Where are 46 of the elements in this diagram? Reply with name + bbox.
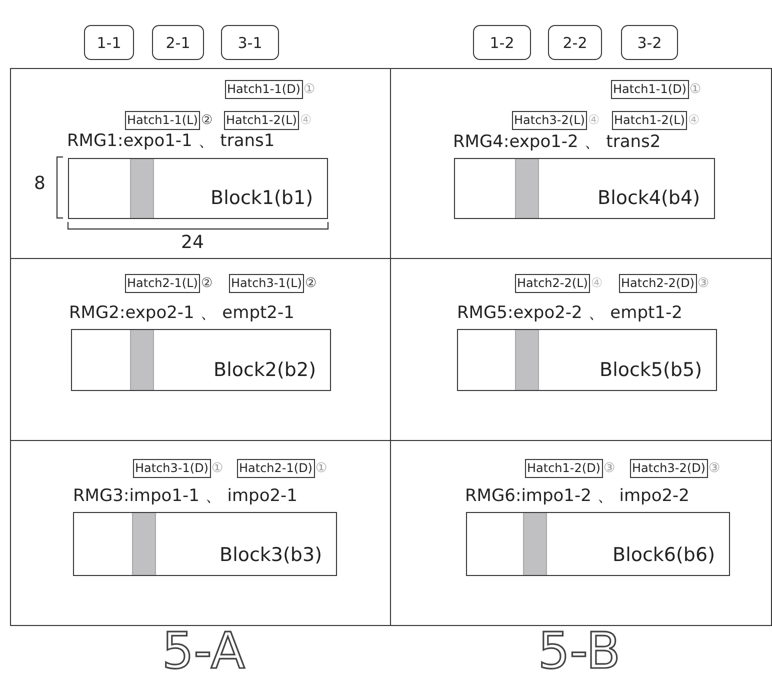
group-heading: RMG6:impo1-2 、 impo2-2 — [465, 485, 690, 507]
circled-number: ④ — [688, 112, 700, 129]
figure-label: 5-B — [538, 622, 620, 678]
group-heading: RMG3:impo1-1 、 impo2-1 — [73, 485, 298, 507]
group-heading: RMG5:expo2-2 、 empt1-2 — [457, 302, 682, 324]
circled-number: ① — [690, 81, 702, 98]
block-rect — [73, 512, 337, 576]
panel — [10, 440, 391, 626]
circled-number: ③ — [698, 275, 710, 292]
group-heading: RMG1:expo1-1 、 trans1 — [67, 130, 275, 152]
panel — [390, 440, 772, 626]
circled-number: ④ — [300, 112, 312, 129]
panel — [390, 68, 772, 259]
label-box: 2-2 — [548, 25, 602, 60]
circled-number: ③ — [708, 460, 720, 477]
dimension-label: 24 — [181, 232, 204, 253]
block-label: Block6(b6) — [612, 544, 715, 566]
block-label: Block2(b2) — [214, 359, 316, 381]
block-rect — [457, 329, 717, 391]
block-rect — [466, 512, 730, 576]
circled-number: ① — [316, 460, 328, 477]
label-box: 2-1 — [152, 25, 204, 60]
circled-number: ② — [200, 112, 213, 129]
label-box: 1-2 — [473, 25, 531, 60]
block-label: Block4(b4) — [598, 187, 700, 209]
block-label: Block1(b1) — [210, 187, 313, 209]
group-heading: RMG4:expo1-2 、 trans2 — [453, 131, 661, 153]
group-heading: RMG2:expo2-1 、 empt2-1 — [69, 302, 294, 324]
block-label: Block3(b3) — [220, 544, 322, 566]
circled-number: ② — [200, 275, 213, 292]
circled-number: ① — [304, 81, 316, 98]
panel — [10, 68, 391, 259]
circled-number: ② — [304, 275, 317, 292]
block-rect — [68, 158, 328, 219]
block-rect — [71, 329, 331, 391]
block-rect — [454, 158, 715, 219]
label-box: 3-1 — [221, 25, 279, 60]
label-box: 3-2 — [621, 25, 678, 60]
label-box: 1-1 — [84, 25, 134, 60]
figure-label: 5-A — [162, 622, 245, 678]
circled-number: ④ — [590, 275, 603, 292]
circled-number: ③ — [604, 460, 616, 477]
dimension-label: 8 — [34, 173, 46, 194]
circled-number: ① — [212, 460, 224, 477]
block-label: Block5(b5) — [600, 359, 702, 381]
circled-number: ④ — [588, 112, 600, 129]
